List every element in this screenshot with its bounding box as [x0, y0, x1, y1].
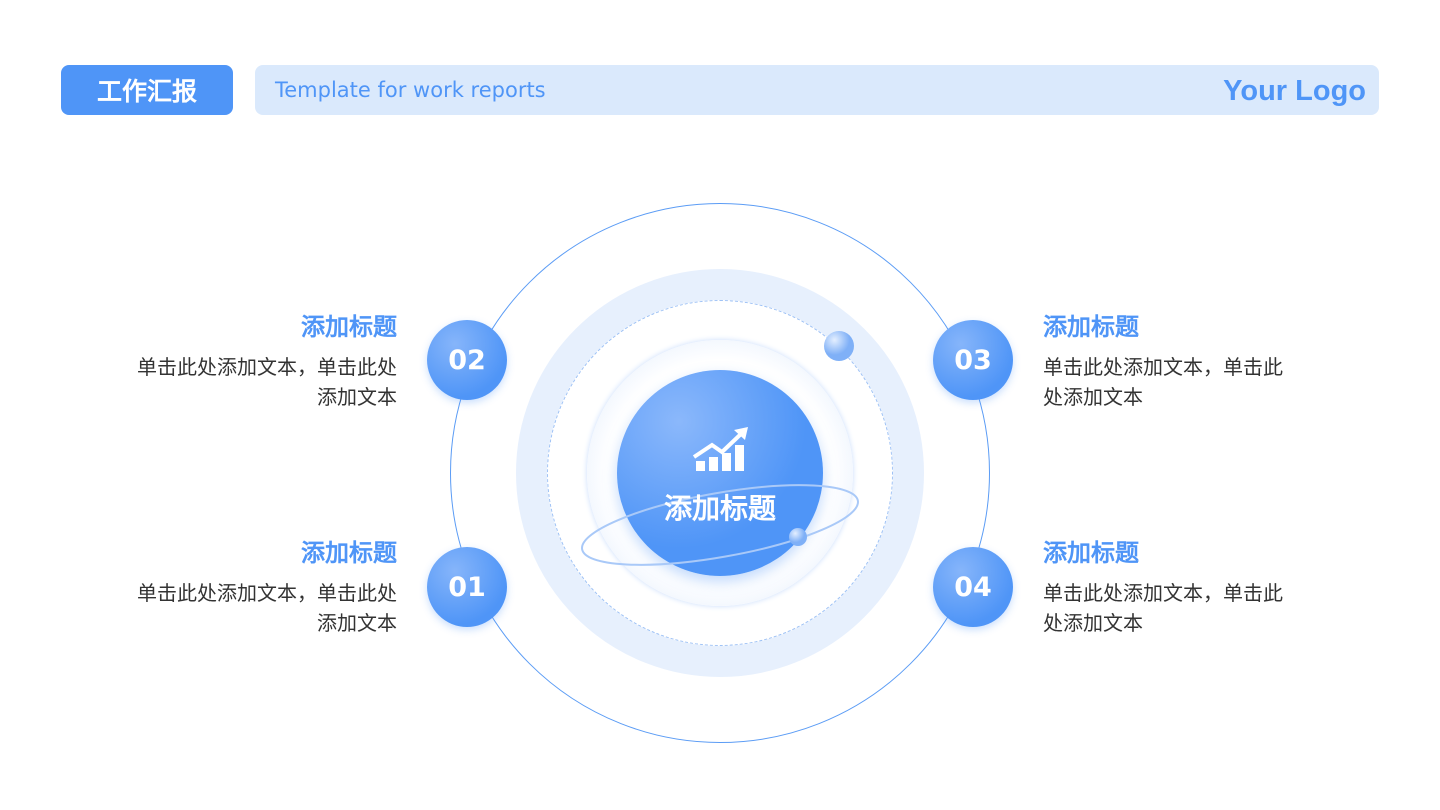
item-body-01: 单击此处添加文本，单击此处添加文本: [137, 581, 397, 635]
number-badge-01: 01: [427, 547, 507, 627]
item-body-04: 单击此处添加文本，单击此处添加文本: [1043, 581, 1283, 635]
logo: Your Logo: [1223, 75, 1366, 107]
item-title-02: 添加标题: [301, 313, 397, 341]
item-body-03: 单击此处添加文本，单击此处添加文本: [1043, 355, 1283, 409]
dashed-circle: [547, 300, 893, 646]
growth-chart-icon: [692, 427, 748, 471]
number-badge-02: 02: [427, 320, 507, 400]
header-subtitle: Template for work reports: [275, 78, 546, 102]
orb-small: [789, 528, 807, 546]
number-badge-04: 04: [933, 547, 1013, 627]
number-badge-03: 03: [933, 320, 1013, 400]
orb-large: [824, 331, 854, 361]
header-tag: 工作汇报: [61, 65, 233, 115]
item-body-02: 单击此处添加文本，单击此处添加文本: [137, 355, 397, 409]
center-title: 添加标题: [663, 492, 776, 525]
item-title-01: 添加标题: [301, 539, 397, 567]
outer-circle: [450, 203, 990, 743]
item-title-03: 添加标题: [1043, 313, 1139, 341]
header-bar: Template for work reports Your Logo: [255, 65, 1379, 115]
item-title-04: 添加标题: [1043, 539, 1139, 567]
